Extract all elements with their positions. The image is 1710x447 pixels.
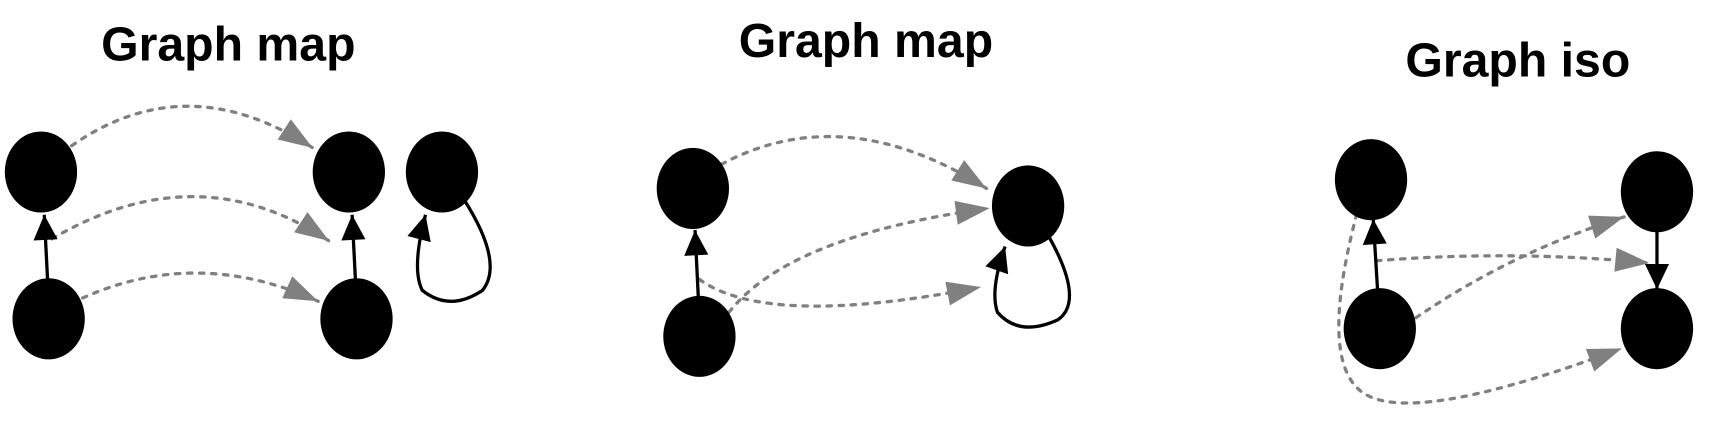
dashed-mapping-arrow	[1374, 247, 1651, 272]
graph-node	[312, 131, 385, 213]
graph-node	[656, 147, 730, 229]
dashed-mapping-arrow	[697, 277, 983, 308]
dashed-mapping-arrow	[80, 271, 320, 303]
graph-node	[1343, 288, 1416, 370]
graph-node	[663, 295, 736, 377]
graph-node	[4, 131, 78, 213]
edge-arrow	[33, 214, 58, 280]
panel-title: Graph map	[101, 17, 355, 71]
dashed-mapping-arrow	[1414, 215, 1626, 320]
graph-node	[12, 278, 85, 360]
graph-node	[1620, 151, 1694, 233]
dashed-mapping-arrow	[1337, 211, 1624, 405]
graph-node	[320, 278, 393, 360]
dashed-mapping-arrow	[50, 195, 331, 243]
graph-node	[1620, 288, 1694, 370]
graph-node	[1334, 139, 1408, 221]
dashed-mapping-arrow	[719, 134, 989, 191]
self-loop-arrow	[407, 198, 492, 303]
self-loop-arrow	[985, 235, 1072, 329]
panel-graph-map-2: Graph map	[656, 14, 1072, 377]
dashed-mapping-arrow	[70, 104, 315, 150]
graph-node	[991, 165, 1065, 247]
graph-node	[405, 131, 479, 213]
dashed-mapping-arrow	[727, 200, 992, 314]
edge-arrow	[684, 229, 709, 299]
panel-graph-map-1: Graph map	[4, 17, 492, 360]
edge-arrow	[1362, 219, 1387, 291]
panel-title: Graph iso	[1405, 34, 1630, 88]
panel-graph-iso: Graph iso	[1334, 34, 1694, 405]
edge-arrow	[341, 214, 366, 280]
panel-title: Graph map	[739, 14, 993, 68]
